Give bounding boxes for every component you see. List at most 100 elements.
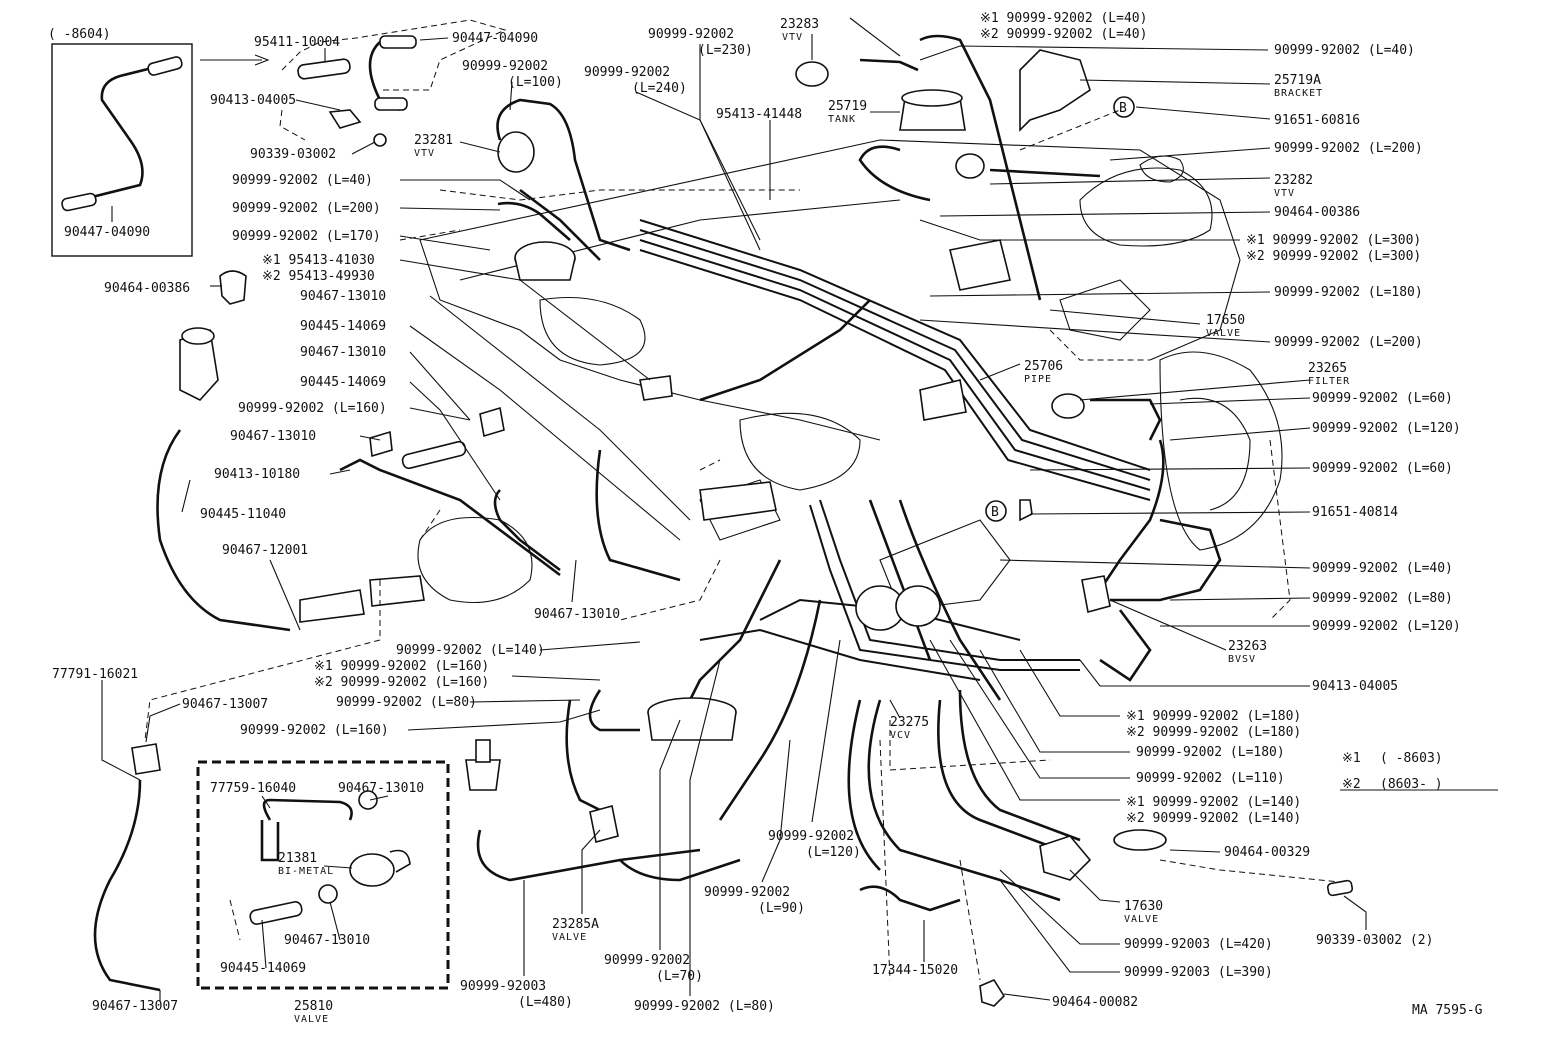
label-90467-13007-bottom: 90467-13007: [92, 999, 178, 1014]
label-90445-14069-a: 90445-14069: [300, 319, 386, 334]
label-90413-04005-right: 90413-04005: [1312, 679, 1398, 694]
label-90467-13010-c: 90467-13010: [230, 429, 316, 444]
label-25810-name: VALVE: [294, 1014, 329, 1025]
label-hose-l240: 90999-92002: [584, 65, 670, 80]
label-23283: 23283: [780, 17, 819, 32]
label-hose-l120-bottom: 90999-92002: [768, 829, 854, 844]
callout-b-circle-mid: [985, 500, 1007, 522]
label-25719-name: TANK: [828, 114, 856, 125]
note-n2-range: (8603- ): [1380, 777, 1443, 792]
label-hose-l180-low: 90999-92002 (L=180): [1136, 745, 1285, 760]
label-90467-13010-a: 90467-13010: [300, 289, 386, 304]
label-hose-l80-right: 90999-92002 (L=80): [1312, 591, 1453, 606]
label-21381-name: BI-METAL: [278, 866, 334, 877]
label-hose-l60-b: 90999-92002 (L=60): [1312, 461, 1453, 476]
label-90467-13010-d: 90467-13010: [534, 607, 620, 622]
label-23265: 23265: [1308, 361, 1347, 376]
label-hose-92003-l480: 90999-92003: [460, 979, 546, 994]
valve-kit-box: [196, 760, 450, 990]
valve-17630-icon: [1039, 835, 1092, 881]
label-17650-name: VALVE: [1206, 328, 1241, 339]
label-hose-l200-mid: 90999-92002 (L=200): [1274, 335, 1423, 350]
label-77791-16021: 77791-16021: [52, 667, 138, 682]
label-hose-l160-bottom: 90999-92002 (L=160): [240, 723, 389, 738]
label-n2-hose-l160: ※2 90999-92002 (L=160): [314, 675, 489, 690]
label-n1-hose-l140: ※1 90999-92002 (L=140): [1126, 795, 1301, 810]
label-n1-hose-l300: ※1 90999-92002 (L=300): [1246, 233, 1421, 248]
filter-23265-icon: [1051, 393, 1085, 419]
vtv-23281-icon: [497, 131, 535, 173]
label-90467-13007-top: 90467-13007: [182, 697, 268, 712]
label-23263-name: BVSV: [1228, 654, 1256, 665]
label-23283-name: VTV: [782, 32, 803, 43]
clamp-90467-13007-icon: [131, 743, 161, 775]
callout-b-circle-top: [1113, 96, 1135, 118]
hoses: [93, 34, 1222, 992]
label-n2-hose-l40-top: ※2 90999-92002 (L=40): [980, 27, 1147, 42]
note-n1-range: ( -8603): [1380, 751, 1443, 766]
label-hose-l100: 90999-92002: [462, 59, 548, 74]
label-hose-l140: 90999-92002 (L=140): [396, 643, 545, 658]
label-n2-95413-49930: ※2 95413-49930: [262, 269, 375, 284]
label-hose-l100-length: (L=100): [508, 75, 563, 90]
label-17630-name: VALVE: [1124, 914, 1159, 925]
leader-lines: [101, 17, 1498, 1002]
note-n2-mark: ※2: [1342, 777, 1361, 792]
label-hose-l180-right: 90999-92002 (L=180): [1274, 285, 1423, 300]
label-90447-04090: 90447-04090: [452, 31, 538, 46]
bracket-25719a-icon: [1019, 49, 1091, 132]
label-hose-l60-a: 90999-92002 (L=60): [1312, 391, 1453, 406]
label-hose-l110: 90999-92002 (L=110): [1136, 771, 1285, 786]
label-n2-hose-l300: ※2 90999-92002 (L=300): [1246, 249, 1421, 264]
note-n1-mark: ※1: [1342, 751, 1361, 766]
inset-range-label: ( -8604): [48, 27, 111, 42]
drawing-id: MA 7595-G: [1412, 1003, 1483, 1018]
label-23275-name: VCV: [890, 730, 911, 741]
label-23281-name: VTV: [414, 148, 435, 159]
inset-box: ( -8604) 90447-04090: [48, 27, 270, 257]
vtv-23283-icon: [795, 61, 829, 87]
label-23282-name: VTV: [1274, 188, 1295, 199]
part-labels: 95411-10004 90447-04090 90413-04005 9033…: [52, 11, 1483, 1025]
label-n1-hose-l180: ※1 90999-92002 (L=180): [1126, 709, 1301, 724]
label-23275: 23275: [890, 715, 929, 730]
label-17630: 17630: [1124, 899, 1163, 914]
label-23265-name: FILTER: [1308, 376, 1350, 387]
label-hose-l240-length: (L=240): [632, 81, 687, 96]
label-hose-l40-mid: 90999-92002 (L=40): [1312, 561, 1453, 576]
label-90464-00386-right: 90464-00386: [1274, 205, 1360, 220]
label-23263: 23263: [1228, 639, 1267, 654]
label-hose-l40-right: 90999-92002 (L=40): [1274, 43, 1415, 58]
label-23285a: 23285A: [552, 917, 599, 932]
label-90413-04005-top: 90413-04005: [210, 93, 296, 108]
label-25719: 25719: [828, 99, 867, 114]
label-hose-l170: 90999-92002 (L=170): [232, 229, 381, 244]
label-17344-15020: 17344-15020: [872, 963, 958, 978]
clip-90464-00082-icon: [979, 978, 1006, 1007]
label-21381: 21381: [278, 851, 317, 866]
label-95411-10004: 95411-10004: [254, 35, 340, 50]
vtv-23282-icon: [955, 153, 985, 179]
bi-metal-21381-icon: [349, 853, 395, 887]
inset-part-label: 90447-04090: [64, 225, 150, 240]
callout-b-top: B: [1119, 101, 1127, 116]
label-hose-l80-bottom: 90999-92002 (L=80): [634, 999, 775, 1014]
label-hose-l230: 90999-92002: [648, 27, 734, 42]
label-hose-l80-left: 90999-92002 (L=80): [336, 695, 477, 710]
label-25719a-name: BRACKET: [1274, 88, 1323, 99]
label-25706: 25706: [1024, 359, 1063, 374]
clamp-90464-icon: [219, 270, 247, 305]
label-hose-92003-l480-length: (L=480): [518, 995, 573, 1010]
label-23281: 23281: [414, 133, 453, 148]
label-23285a-name: VALVE: [552, 932, 587, 943]
label-95413-41448: 95413-41448: [716, 107, 802, 122]
label-90464-00329: 90464-00329: [1224, 845, 1310, 860]
label-90445-14069-b: 90445-14069: [300, 375, 386, 390]
label-hose-l70: 90999-92002: [604, 953, 690, 968]
label-n1-95413-41030: ※1 95413-41030: [262, 253, 375, 268]
label-hose-l70-length: (L=70): [656, 969, 703, 984]
label-90467-13010-b: 90467-13010: [300, 345, 386, 360]
label-hose-l40-left: 90999-92002 (L=40): [232, 173, 373, 188]
label-hose-l200-right: 90999-92002 (L=200): [1274, 141, 1423, 156]
